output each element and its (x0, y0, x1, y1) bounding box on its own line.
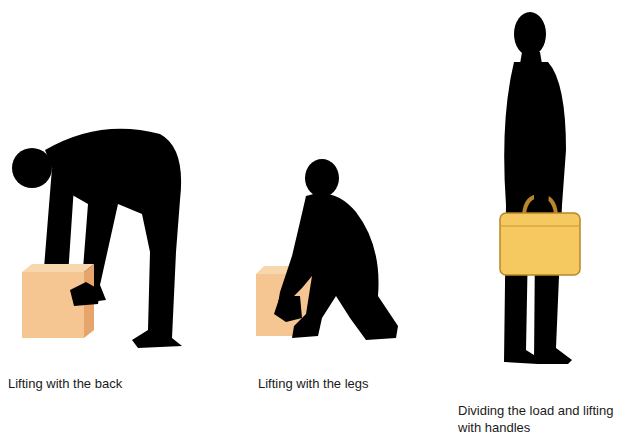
bending-figure (12, 129, 182, 348)
briefcase (500, 196, 580, 275)
hand (70, 282, 100, 306)
standing-figure (504, 12, 572, 364)
squatting-figure (274, 159, 398, 340)
caption-label: Lifting with the legs (258, 375, 458, 392)
hand (534, 84, 550, 206)
caption-label: Lifting with the back (8, 375, 228, 392)
caption-label: Dividing the load and lifting with handl… (458, 402, 626, 436)
